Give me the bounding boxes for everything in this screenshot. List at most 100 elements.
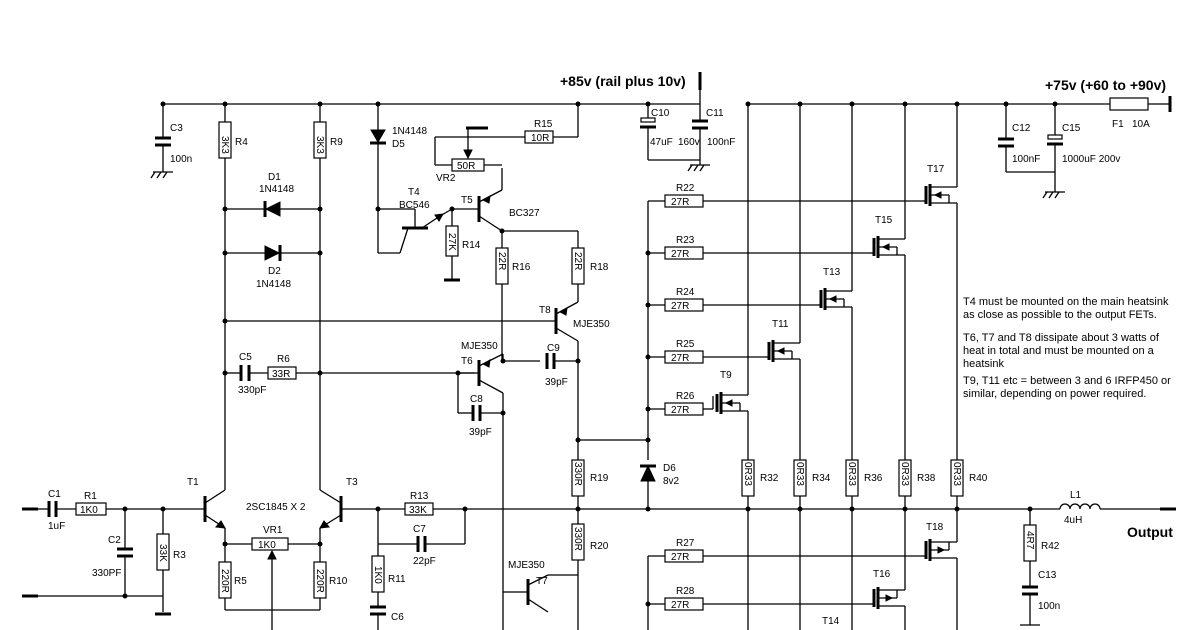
c8-value: 39pF — [469, 427, 492, 438]
gate-bus — [640, 201, 665, 630]
r26-ref: R26 — [676, 391, 695, 402]
t7-value: MJE350 — [508, 560, 545, 571]
t18-ref: T18 — [926, 522, 944, 533]
diode-d1 — [263, 201, 281, 217]
r42-value: 4R7 — [1024, 531, 1035, 550]
f1-ref: F1 — [1112, 119, 1124, 130]
output-fets-upper — [712, 101, 1058, 460]
r38-ref: R38 — [917, 473, 936, 484]
capacitor-c3 — [150, 104, 173, 179]
r34-value: 0R33 — [794, 462, 805, 486]
output-network — [1020, 503, 1176, 626]
r23-ref: R23 — [676, 235, 695, 246]
output-fets-lower — [747, 509, 958, 630]
r11-ref: R11 — [388, 574, 406, 585]
r6-ref: R6 — [277, 354, 290, 365]
d1-ref: D1 — [268, 172, 281, 183]
r36-ref: R36 — [864, 473, 883, 484]
source-resistors — [741, 459, 1033, 512]
t4-value: BC546 — [399, 200, 430, 211]
c1-value: 1uF — [48, 521, 65, 532]
c5-value: 330pF — [238, 385, 266, 396]
c15-ref: C15 — [1062, 123, 1081, 134]
wires-tail — [218, 528, 327, 630]
r40-value: 0R33 — [951, 462, 962, 486]
c10-voltage: 160v — [678, 137, 700, 148]
c2-value: 330PF — [92, 568, 121, 579]
t7-ref: T7 — [536, 576, 548, 587]
r13-value: 33K — [409, 505, 427, 516]
r24-value: 27R — [671, 301, 689, 312]
t16-ref: T16 — [873, 569, 891, 580]
c9-value: 39pF — [545, 377, 568, 388]
r16-value: 22R — [496, 252, 507, 270]
d2-value: 1N4148 — [256, 279, 291, 290]
d2-ref: D2 — [268, 266, 281, 277]
r16-ref: R16 — [512, 262, 531, 273]
c12-value: 100nF — [1012, 154, 1040, 165]
note-line-4: heat in total and must be mounted on a — [963, 345, 1155, 357]
t4-ref: T4 — [408, 187, 420, 198]
r28-value: 27R — [671, 600, 689, 611]
supply-decoupling — [998, 104, 1065, 199]
capacitors-c10-c11 — [640, 104, 710, 172]
c9-ref: C9 — [547, 343, 560, 354]
r9-ref: R9 — [330, 137, 343, 148]
d5-ref: D5 — [392, 139, 405, 150]
vr1-ref: VR1 — [263, 525, 283, 536]
t9-ref: T9 — [720, 370, 732, 381]
r42-ref: R42 — [1041, 541, 1060, 552]
r32-value: 0R33 — [742, 462, 753, 486]
r28-ref: R28 — [676, 586, 695, 597]
r20-ref: R20 — [590, 541, 609, 552]
note-line-3: T6, T7 and T8 dissipate about 3 watts of — [963, 332, 1160, 344]
junction-dots-left — [122, 101, 651, 599]
t13-ref: T13 — [823, 267, 841, 278]
t8-value: MJE350 — [573, 319, 610, 330]
c2-ref: C2 — [108, 535, 121, 546]
c11-value: 100nF — [707, 137, 735, 148]
c10-value: 47uF — [650, 137, 673, 148]
l1-value: 4uH — [1064, 515, 1082, 526]
r1-value: 1K0 — [80, 505, 98, 516]
f1-value: 10A — [1132, 119, 1150, 130]
r3-value: 33K — [157, 544, 168, 562]
r20-value: 330R — [572, 527, 583, 551]
c8-ref: C8 — [470, 394, 483, 405]
note-line-6: T9, T11 etc = between 3 and 6 IRFP450 or — [963, 375, 1171, 387]
r4-ref: R4 — [235, 137, 248, 148]
d6-value: 8v2 — [663, 476, 680, 487]
l1-ref: L1 — [1070, 490, 1082, 501]
c3-value: 100n — [170, 154, 192, 165]
r13-ref: R13 — [410, 491, 429, 502]
t6-ref: T6 — [461, 356, 473, 367]
r15-value: 10R — [531, 133, 549, 144]
vr1-value: 1K0 — [258, 540, 276, 551]
transistor-t3 — [319, 489, 405, 529]
r27-value: 27R — [671, 552, 689, 563]
d5-value: 1N4148 — [392, 126, 427, 137]
c3-ref: C3 — [170, 123, 183, 134]
vr2-ref: VR2 — [436, 173, 456, 184]
d6-ref: D6 — [663, 463, 676, 474]
resistor-r6 — [267, 366, 297, 380]
wires-feedback — [370, 502, 1060, 630]
t1-ref: T1 — [187, 477, 199, 488]
t5-ref: T5 — [461, 195, 473, 206]
vr2-value: 50R — [457, 161, 475, 172]
output-label: Output — [1127, 524, 1173, 540]
transistor-t1 — [203, 489, 226, 529]
r38-value: 0R33 — [899, 462, 910, 486]
r19-value: 330R — [572, 462, 583, 486]
c5-ref: C5 — [239, 352, 252, 363]
gate-resistors — [645, 194, 922, 611]
r15-ref: R15 — [534, 119, 553, 130]
t15-ref: T15 — [875, 215, 893, 226]
t3-ref: T3 — [346, 477, 358, 488]
diode-d2 — [264, 245, 282, 261]
c13-value: 100n — [1038, 601, 1060, 612]
r19-ref: R19 — [590, 473, 609, 484]
c11-ref: C11 — [706, 108, 724, 119]
r34-ref: R34 — [812, 473, 831, 484]
r5-ref: R5 — [234, 576, 247, 587]
